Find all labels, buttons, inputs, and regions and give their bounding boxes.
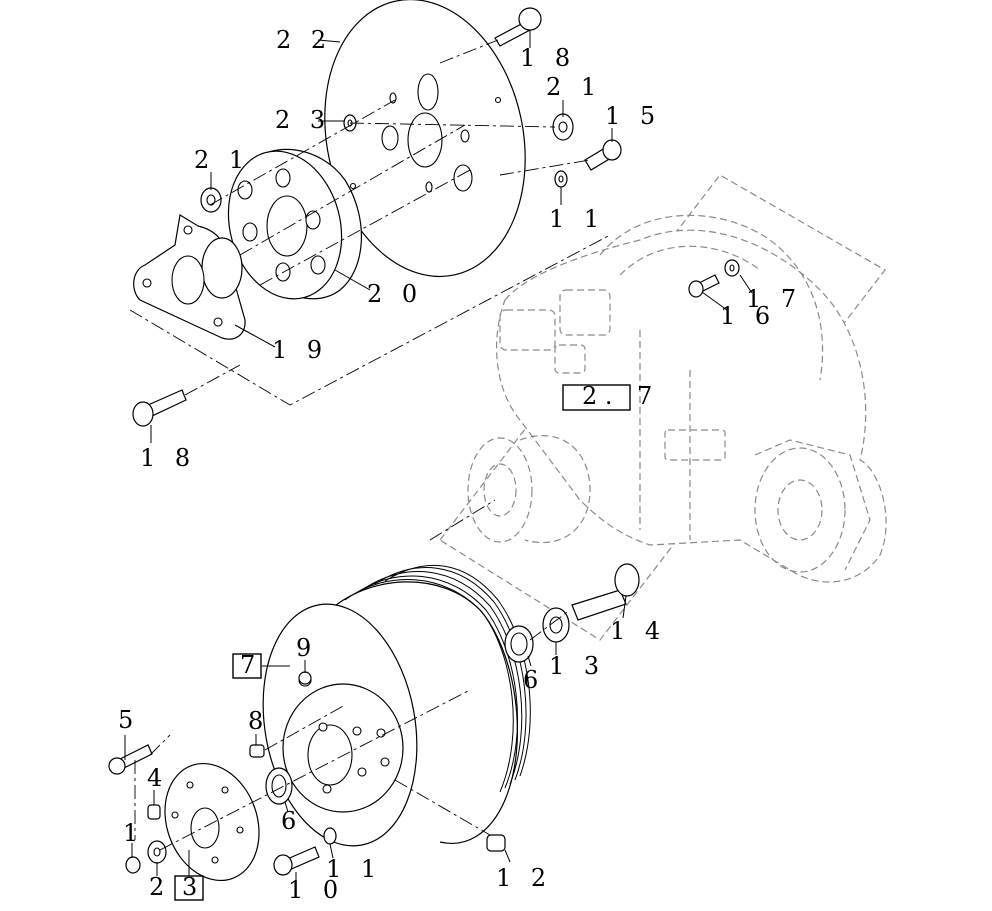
- callout-13: 1 3: [549, 652, 605, 680]
- callout-6-left: 6: [281, 807, 302, 835]
- callout-12: 1 2: [496, 864, 552, 892]
- leader-lines: [124, 30, 753, 882]
- callout-2: 2: [149, 873, 170, 901]
- callout-14: 1 4: [610, 617, 666, 645]
- flywheel-plate: [324, 0, 526, 278]
- callout-8: 8: [248, 707, 269, 735]
- callout-1: 1: [123, 819, 144, 847]
- callout-18-bottom: 1 8: [140, 444, 196, 472]
- callout-23: 2 3: [275, 106, 331, 134]
- ref-27-box-text: 2 .: [582, 382, 613, 410]
- callout-15: 1 5: [605, 102, 661, 130]
- top-centerlines: [184, 39, 591, 396]
- gearbox-housing: [439, 174, 887, 641]
- callout-11-bottom: 1 1: [326, 855, 382, 883]
- top-fasteners: [132, 7, 740, 427]
- callout-9: 9: [296, 634, 317, 662]
- callout-20: 2 0: [367, 280, 423, 308]
- ref-7-text: 7: [240, 651, 255, 679]
- ref-3-box: [174, 875, 204, 901]
- bottom-fasteners: [108, 563, 640, 882]
- callout-21-left: 2 1: [194, 146, 250, 174]
- ref-27-tail: 7: [637, 382, 652, 410]
- bottom-centerlines: [134, 499, 571, 851]
- callout-10: 1 0: [288, 876, 344, 904]
- callout-18-top: 1 8: [520, 44, 576, 72]
- ref-7-box: [232, 653, 262, 679]
- flexible-coupling: [227, 148, 362, 300]
- reference-labels: 2 . 7 7 3: [174, 382, 652, 901]
- callout-5: 5: [118, 706, 139, 734]
- ref-27-box: [562, 384, 631, 411]
- callout-4: 4: [147, 764, 168, 792]
- callouts: 2 2 1 8 2 1 2 3 1 5 2 1 1 1 2 0 1 9 1 8 …: [118, 26, 802, 904]
- callout-11-top: 1 1: [549, 205, 605, 233]
- callout-6-right: 6: [523, 666, 544, 694]
- hub-flange: [133, 214, 246, 340]
- callout-22: 2 2: [276, 26, 332, 54]
- callout-19: 1 9: [272, 336, 328, 364]
- callout-21-right: 2 1: [546, 73, 602, 101]
- callout-16: 1 6: [720, 302, 776, 330]
- ref-3-text: 3: [182, 873, 197, 901]
- callout-17: 1 7: [746, 285, 802, 313]
